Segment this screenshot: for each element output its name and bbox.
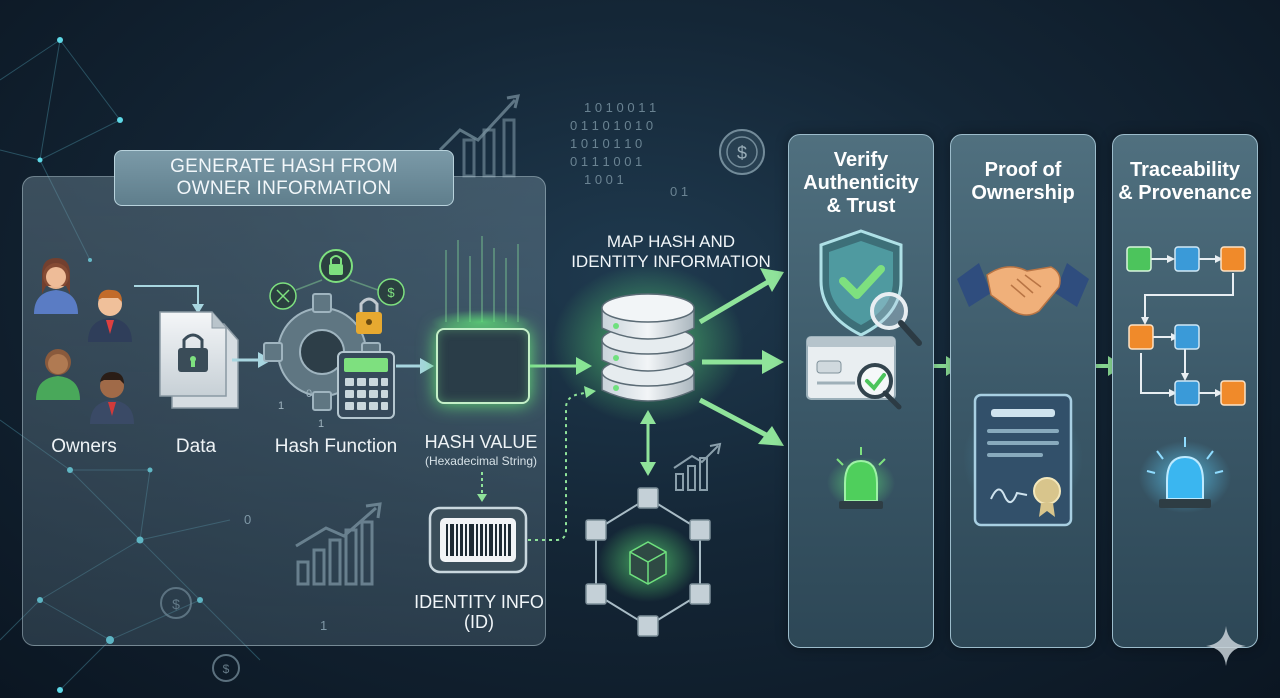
ownership-title-line1: Proof of xyxy=(984,159,1062,181)
identity-barcode-icon xyxy=(428,506,528,574)
verify-title-line2: Authenticity xyxy=(803,172,919,194)
binary-line: 0 1 xyxy=(670,184,688,199)
hash-value-label: HASH VALUE xyxy=(424,432,538,452)
verified-document-icon xyxy=(806,336,902,410)
binary-line: 1 0 1 0 0 1 1 xyxy=(584,100,656,115)
floating-digit: 1 xyxy=(278,400,285,412)
proof-of-ownership-card: Proof of Ownership xyxy=(950,134,1096,648)
section-title: GENERATE HASH FROM OWNER INFORMATION xyxy=(170,156,398,199)
floating-digit: 0 xyxy=(244,512,252,527)
green-status-light-icon xyxy=(827,447,895,509)
owners-label: Owners xyxy=(51,436,117,457)
sparkle-icon xyxy=(1206,626,1246,666)
identity-info-line2: (ID) xyxy=(464,612,494,632)
binary-line: 1 0 0 1 xyxy=(584,172,624,187)
binary-line: 1 0 1 0 1 1 0 xyxy=(570,136,642,151)
ownership-title-line2: Ownership xyxy=(971,182,1075,204)
traceability-title-line1: Traceability xyxy=(1129,159,1241,181)
blockchain-network-icon xyxy=(585,487,711,637)
verify-title-line1: Verify xyxy=(833,149,889,171)
verify-title-line3: & Trust xyxy=(826,195,896,217)
traceability-card: Traceability & Provenance xyxy=(1112,134,1258,648)
owners-icon xyxy=(34,258,134,424)
hash-value-sublabel: (Hexadecimal String) xyxy=(424,454,538,468)
coin-symbol: $ xyxy=(737,143,747,163)
data-document-icon xyxy=(159,311,239,409)
verify-card-title: Verify Authenticity & Trust xyxy=(789,149,933,218)
identity-info-line1: IDENTITY INFO xyxy=(414,592,544,612)
hash-value-box xyxy=(436,328,530,404)
traceability-title-line2: & Provenance xyxy=(1118,182,1252,204)
ownership-card-title: Proof of Ownership xyxy=(951,159,1095,205)
hash-function-icon xyxy=(263,293,395,419)
coin-symbol-3: $ xyxy=(223,662,230,676)
section-title-box: GENERATE HASH FROM OWNER INFORMATION xyxy=(114,150,454,206)
identity-info-label: IDENTITY INFO (ID) xyxy=(404,592,554,632)
map-title-line1: MAP HASH AND xyxy=(606,232,736,251)
binary-line: 0 1 1 1 0 0 1 xyxy=(570,154,642,169)
currency-symbol: $ xyxy=(387,285,395,300)
hash-function-label: Hash Function xyxy=(274,436,398,457)
map-title-line2: IDENTITY INFORMATION xyxy=(571,252,771,271)
blue-status-light-icon xyxy=(1139,437,1231,513)
coin-symbol-2: $ xyxy=(172,596,180,612)
security-icons: $ xyxy=(269,249,405,310)
data-label: Data xyxy=(175,436,217,457)
trend-chart-icon xyxy=(295,502,382,586)
traceability-card-title: Traceability & Provenance xyxy=(1113,159,1257,205)
magnifier-icon xyxy=(870,292,922,346)
floating-digit: 1 xyxy=(320,618,328,633)
floating-digit: 1 xyxy=(318,418,325,430)
verify-authenticity-card: Verify Authenticity & Trust xyxy=(788,134,934,648)
floating-digit: 0 xyxy=(306,388,313,400)
database-icon xyxy=(601,293,695,402)
handshake-icon xyxy=(957,263,1089,316)
map-section-title: MAP HASH AND IDENTITY INFORMATION xyxy=(566,232,776,272)
supply-chain-flow-icon xyxy=(1126,246,1246,406)
certificate-icon xyxy=(963,393,1083,527)
binary-line: 0 1 1 0 1 0 1 0 xyxy=(570,118,653,133)
shield-check-icon xyxy=(819,229,903,337)
